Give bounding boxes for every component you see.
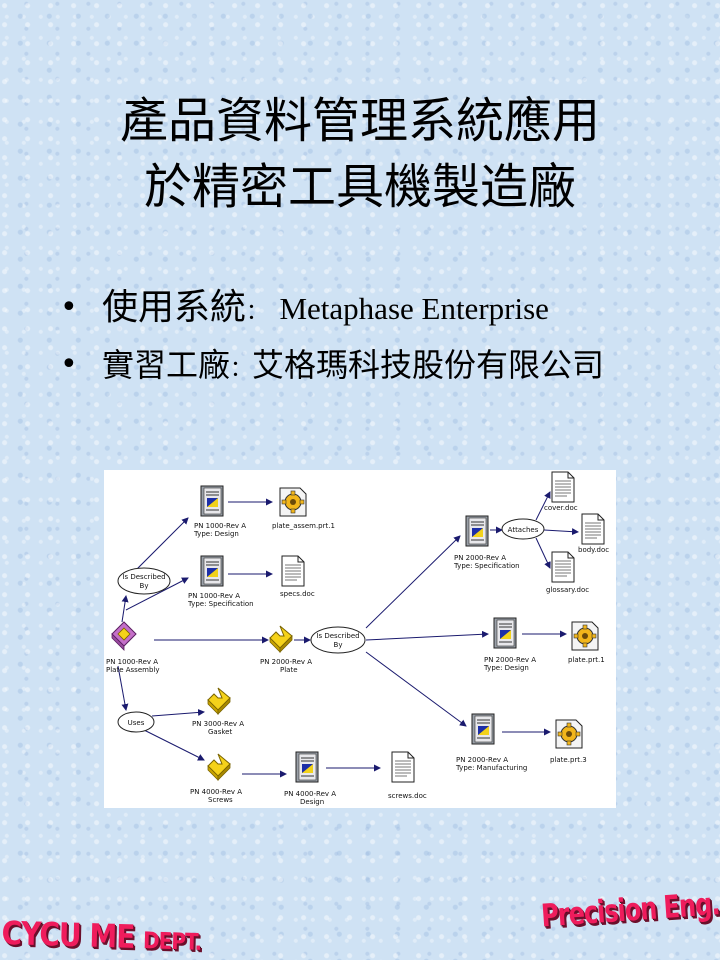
rel-attaches: Attaches — [508, 526, 539, 534]
title-line-2: 於精密工具機製造廠 — [143, 159, 576, 215]
document-icon — [551, 551, 575, 583]
rel-uses: Uses — [128, 719, 145, 727]
binder-icon — [200, 555, 224, 587]
footer-dept-logo: CYCU ME DEPT. — [1, 914, 202, 958]
pn1000-asm-line1: PN 1000-Rev A — [106, 658, 158, 666]
pn4000-design-line2: Design — [300, 798, 324, 806]
pn2000-plate-line2: Plate — [280, 666, 298, 674]
plate-prt1-label: plate.prt.1 — [568, 656, 605, 664]
pn1000-design-line1: PN 1000-Rev A — [194, 522, 246, 530]
specs-doc-label: specs.doc — [280, 590, 315, 598]
pn4000-screws-line2: Screws — [208, 796, 233, 804]
binder-icon — [471, 713, 495, 745]
footer-right-text: Precision Eng. Lab — [540, 882, 720, 935]
pn2000-design-line1: PN 2000-Rev A — [484, 656, 536, 664]
pn1000-spec-line1: PN 1000-Rev A — [188, 592, 240, 600]
gear-icon — [555, 719, 583, 749]
pn2000-spec-line1: PN 2000-Rev A — [454, 554, 506, 562]
arrow-asm-uses — [117, 665, 129, 711]
arrow-describedby2-spec — [365, 535, 461, 629]
rel-described-by-2-line1: Is Described — [316, 632, 359, 640]
title-line-1: 產品資料管理系統應用 — [119, 93, 600, 149]
assembly-icon — [111, 621, 137, 651]
rel-ellipse-described-by-2 — [310, 626, 366, 654]
pn3000-line2: Gasket — [208, 728, 232, 736]
plate-assem-file-label: plate_assem.prt.1 — [272, 522, 335, 530]
rel-described-by-line1: Is Described — [122, 573, 165, 581]
rel-described-by-line2: By — [140, 582, 149, 590]
screws-doc-label: screws.doc — [388, 792, 427, 800]
rel-ellipse-uses — [117, 711, 155, 733]
footer-left-small: DEPT. — [142, 926, 202, 956]
bullet-dot: • — [60, 290, 78, 325]
bullet-factory: • 實習工廠：艾格瑪科技股份有限公司 — [60, 345, 660, 390]
glossary-doc-label: glossary.doc — [546, 586, 589, 594]
footer-lab-logo: Precision Eng. Lab — [540, 882, 720, 934]
pn2000-spec-line2: Type: Specification — [453, 562, 520, 570]
gear-icon — [279, 487, 307, 517]
document-icon — [281, 555, 305, 587]
part-icon — [269, 625, 293, 653]
pn1000-spec-line2: Type: Specification — [187, 600, 254, 608]
bullet-factory-colon: ： — [230, 357, 253, 382]
arrow-describedby2-design — [365, 630, 489, 641]
document-icon — [391, 751, 415, 783]
plate-prt3-label: plate.prt.3 — [550, 756, 587, 764]
bullet-factory-value: 艾格瑪科技股份有限公司 — [252, 346, 605, 384]
bullet-system-colon: ： — [246, 300, 269, 325]
part-icon — [207, 753, 231, 781]
binder-icon — [465, 515, 489, 547]
binder-icon — [295, 751, 319, 783]
bullet-system-label: 使用系統 — [102, 287, 247, 328]
pn4000-screws-line1: PN 4000-Rev A — [190, 788, 242, 796]
slide-title: 產品資料管理系統應用 於精密工具機製造廠 — [40, 88, 680, 220]
body-doc-label: body.doc — [578, 546, 609, 554]
pdm-structure-diagram: Is Described By Is Described By Attaches… — [104, 470, 616, 808]
arrow-uses-screws — [143, 729, 205, 761]
rel-ellipse-described-by — [117, 567, 171, 595]
pn3000-line1: PN 3000-Rev A — [192, 720, 244, 728]
binder-icon — [493, 617, 517, 649]
document-icon — [551, 471, 575, 503]
pn4000-design-line1: PN 4000-Rev A — [284, 790, 336, 798]
binder-icon — [200, 485, 224, 517]
gear-icon — [571, 621, 599, 651]
pn2000-mfg-line2: Type: Manufacturing — [455, 764, 527, 772]
pn1000-asm-line2: Plate Assembly — [106, 666, 159, 674]
arrow-attaches-cover — [535, 491, 551, 521]
pn2000-design-line2: Type: Design — [483, 664, 529, 672]
part-icon — [207, 687, 231, 715]
bullet-list: • 使用系統： Metaphase Enterprise • 實習工廠：艾格瑪科… — [60, 282, 660, 396]
bullet-dot: • — [60, 347, 78, 382]
cover-doc-label: cover.doc — [544, 504, 578, 512]
bullet-system-value: Metaphase Enterprise — [279, 291, 549, 326]
arrow-attaches-glossary — [535, 537, 551, 569]
rel-described-by-2-line2: By — [334, 641, 343, 649]
footer-left-main: CYCU ME — [1, 914, 144, 957]
document-icon — [581, 513, 605, 545]
bullet-factory-label: 實習工廠 — [102, 346, 231, 384]
arrow-asm-describedby — [121, 595, 129, 623]
arrow-describedby-spec — [125, 577, 189, 611]
bullet-system: • 使用系統： Metaphase Enterprise — [60, 282, 660, 339]
arrow-uses-gasket — [151, 708, 205, 717]
pn1000-design-line2: Type: Design — [193, 530, 239, 538]
arrow-attaches-body — [543, 528, 579, 536]
rel-ellipse-attaches — [501, 518, 545, 540]
arrow-describedby2-mfg — [365, 651, 467, 727]
pn2000-plate-line1: PN 2000-Rev A — [260, 658, 312, 666]
pn2000-mfg-line1: PN 2000-Rev A — [456, 756, 508, 764]
